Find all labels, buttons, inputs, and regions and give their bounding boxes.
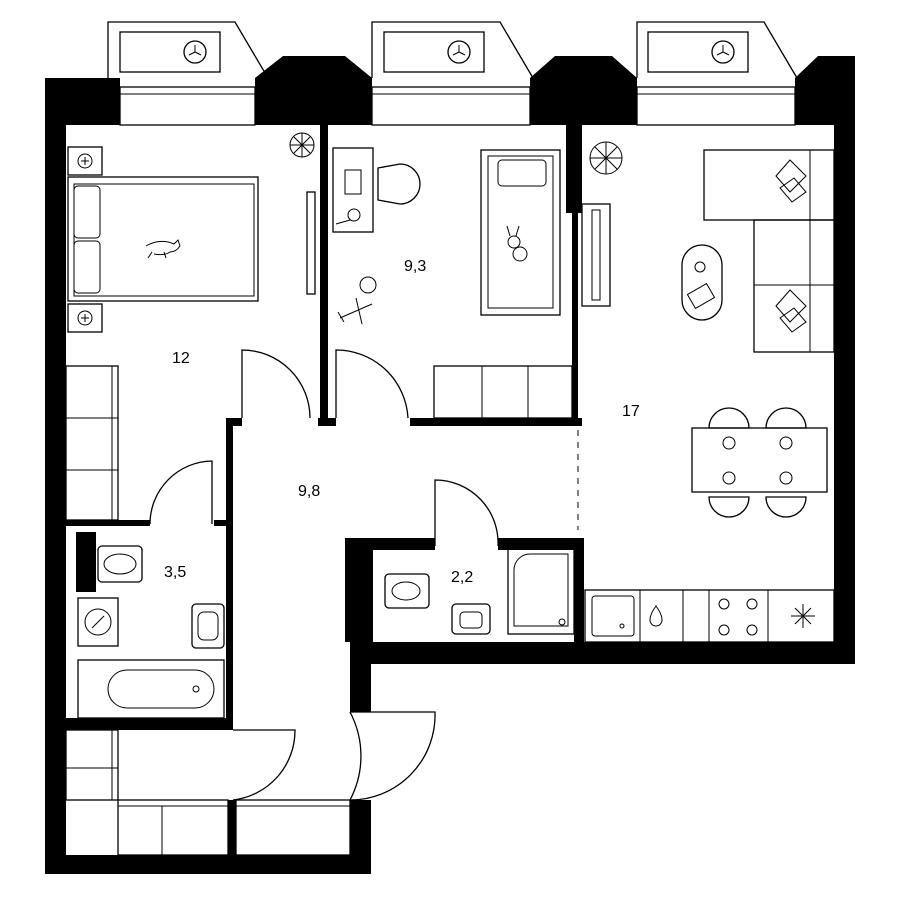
sofa — [703, 149, 835, 353]
tv-unit — [581, 203, 611, 307]
ac-unit-3 — [636, 21, 798, 79]
bathroom-fixtures — [77, 545, 225, 719]
cushion-icon — [775, 159, 807, 333]
area-label-toilet: 2,2 — [451, 569, 473, 586]
sink-icon — [591, 595, 635, 637]
entrance-closet — [65, 729, 351, 856]
coffee-table — [681, 244, 723, 321]
area-label-hallway: 9,8 — [298, 483, 320, 500]
dining-table — [691, 407, 828, 518]
desk — [332, 147, 374, 233]
living-furniture — [581, 141, 835, 643]
interior-walls — [66, 125, 584, 855]
area-label-living-kitchen: 17 — [622, 403, 640, 420]
kids-wardrobe — [433, 365, 573, 419]
faucet-icon — [649, 605, 663, 627]
ac-unit-1 — [107, 21, 269, 79]
stove-icon — [718, 598, 758, 636]
area-label-kids-room: 9,3 — [404, 258, 426, 275]
shower-tray — [507, 547, 575, 635]
plate-icon — [722, 436, 793, 485]
toy-plane-icon — [337, 297, 373, 325]
toy-bunny-icon — [506, 225, 528, 262]
bedroom-furniture — [65, 132, 316, 521]
fan-icon — [188, 45, 202, 56]
nightstand-right — [67, 303, 103, 333]
bathtub — [77, 659, 225, 719]
plant-icon — [589, 141, 623, 175]
doors — [149, 349, 499, 801]
nightstand-left — [67, 146, 103, 176]
kids-room-furniture — [332, 147, 573, 419]
area-label-bedroom: 12 — [172, 350, 190, 367]
windows — [119, 86, 796, 126]
tv-panel — [306, 191, 316, 295]
kitchen-counter — [584, 589, 835, 643]
toilet-bowl — [384, 573, 430, 609]
kids-bed — [480, 149, 561, 316]
plant-icon — [289, 132, 315, 158]
wardrobe — [65, 365, 119, 521]
cat-icon — [145, 239, 181, 259]
chair — [377, 163, 421, 205]
toilet-room-fixtures — [384, 547, 575, 635]
exterior-walls — [45, 56, 855, 874]
toy-ball-icon — [359, 276, 377, 294]
bed — [67, 176, 259, 302]
ac-unit-2 — [371, 21, 534, 79]
fan-icon — [716, 45, 730, 56]
area-label-bathroom: 3,5 — [164, 564, 186, 581]
small-washbasin — [451, 603, 491, 635]
fan-icon — [452, 45, 466, 56]
ac-units — [107, 21, 798, 79]
toilet-bowl — [97, 545, 143, 583]
room-labels: 12 9,3 17 9,8 3,5 2,2 — [164, 258, 640, 586]
fridge-snowflake-icon — [791, 604, 815, 628]
washing-machine-icon — [77, 597, 119, 647]
washbasin — [191, 603, 225, 649]
